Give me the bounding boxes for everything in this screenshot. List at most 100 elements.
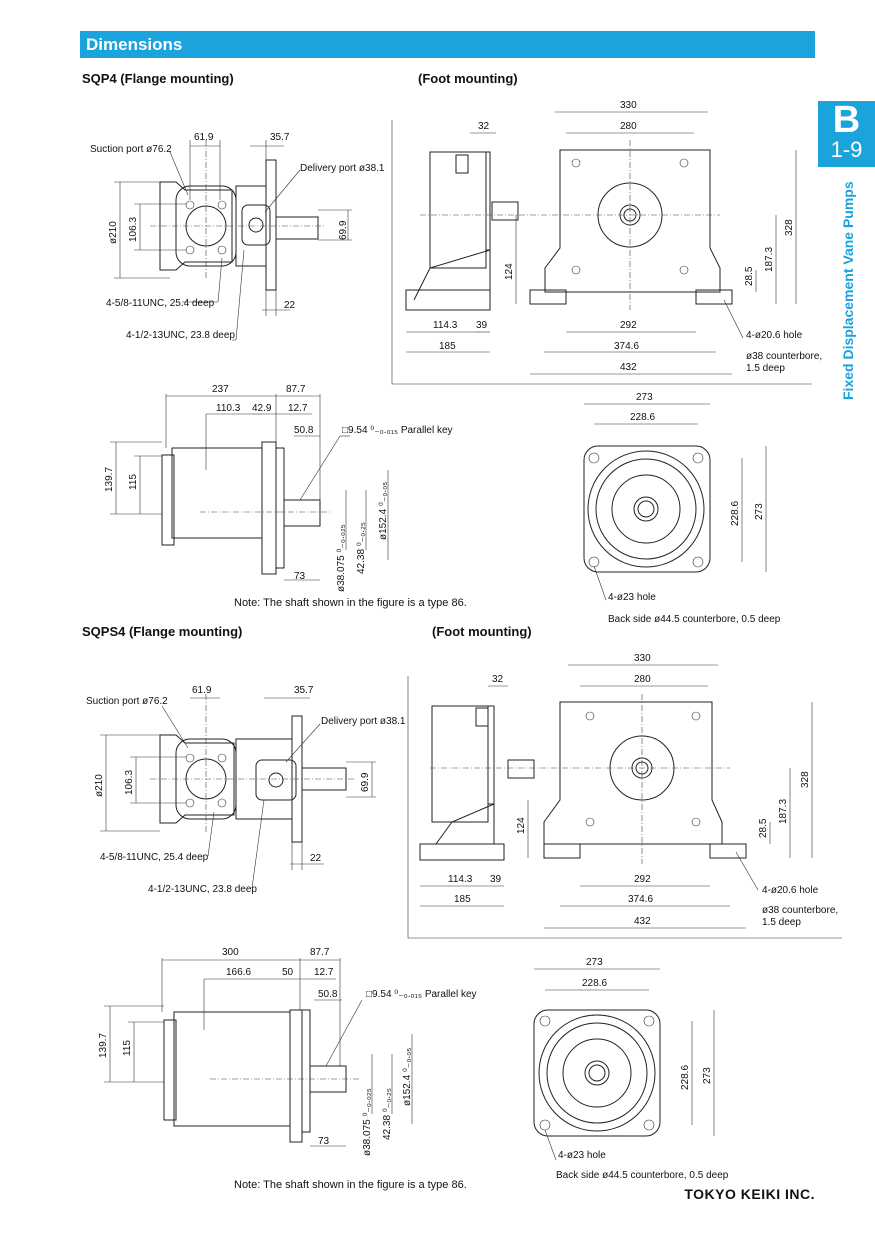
sqp4-delivery-port: Delivery port ø38.1 — [300, 163, 385, 174]
chapter-letter: B — [832, 99, 861, 141]
sqp4-side-d6: 50.8 — [294, 425, 314, 436]
sqps4-foot-d2: 280 — [634, 674, 651, 685]
sqp4-foot-d5: 187.3 — [764, 247, 775, 272]
sqps4-side-d8: 115 — [122, 1040, 133, 1056]
sqps4-foot-d3: 32 — [492, 674, 504, 685]
sqps4-shaft3: ø152.4 ⁰₋₀.₀₅ — [402, 1048, 413, 1106]
sqp4-side-d3: 110.3 — [216, 403, 241, 414]
sqp4-foot-d3: 32 — [478, 121, 490, 132]
sqp4-ff-d4: 106.3 — [128, 217, 139, 242]
sqps4-shaft2: 42.38 ⁰₋₀.₂₅ — [382, 1088, 393, 1140]
sqp4-foot-title: (Foot mounting) — [418, 71, 518, 86]
sqps4-flange-title: SQPS4 (Flange mounting) — [82, 624, 243, 639]
sqp4-shaft3: ø152.4 ⁰₋₀.₀₅ — [378, 482, 389, 540]
sqp4-face-d1: 273 — [636, 392, 653, 403]
sqps4-foot-d8: 114.3 — [448, 874, 473, 885]
sqp4-face-d3: 228.6 — [730, 501, 741, 526]
sqps4-shaft1: ø38.075 ⁰₋₀.₀₂₅ — [362, 1088, 373, 1156]
sqps4-foot-d13: 432 — [634, 916, 651, 927]
sqps4-foot-d1: 330 — [634, 653, 651, 664]
sqps4-foot-hole: 4-ø20.6 hole — [762, 885, 819, 896]
sqps4-ff-d5: 69.9 — [360, 772, 371, 792]
sqps4-ff-d2: 35.7 — [294, 685, 314, 696]
sqps4-face-d3: 228.6 — [680, 1065, 691, 1090]
sqps4-suction-port: Suction port ø76.2 — [86, 696, 168, 707]
sqps4-side-d5: 12.7 — [314, 967, 334, 978]
sqps4-flange-front-view: 61.9 35.7 Suction port ø76.2 Delivery po… — [86, 685, 406, 895]
sqp4-foot-deep: 1.5 deep — [746, 363, 785, 374]
sqps4-foot-view: 330 280 32 328 187.3 28.5 124 114.3 39 1… — [407, 653, 842, 939]
sqps4-side-d3: 166.6 — [226, 967, 251, 978]
sqps4-ff-d6: 22 — [310, 853, 322, 864]
sqp4-face-back: Back side ø44.5 counterbore, 0.5 deep — [608, 614, 781, 625]
sqps4-foot-title: (Foot mounting) — [432, 624, 532, 639]
sqps4-foot-d9: 39 — [490, 874, 502, 885]
sqp4-face-d4: 273 — [754, 503, 765, 520]
sqp4-foot-d13: 432 — [620, 362, 637, 373]
sqps4-side-d1: 300 — [222, 947, 239, 958]
sqp4-ff-d3: ø210 — [108, 221, 119, 244]
sqp4-flange-face: 273 228.6 228.6 273 4-ø23 hole Back side… — [583, 392, 781, 625]
section-header-title: Dimensions — [86, 35, 183, 54]
sqp4-foot-d11: 292 — [620, 320, 637, 331]
sqp4-side-d1: 237 — [212, 384, 229, 395]
sqps4-ff-d4: 106.3 — [124, 770, 135, 795]
sqps4-bolt1: 4-5/8-11UNC, 25.4 deep — [100, 852, 209, 863]
sqp4-foot-d9: 39 — [476, 320, 488, 331]
sqps4-side-d4: 50 — [282, 967, 294, 978]
sqp4-side-d5: 12.7 — [288, 403, 308, 414]
sqp4-note: Note: The shaft shown in the figure is a… — [234, 597, 467, 609]
sqp4-foot-view: 330 280 32 328 187.3 28.5 124 114.3 39 1… — [391, 100, 822, 385]
sqp4-shaft1: ø38.075 ⁰₋₀.₀₂₅ — [336, 524, 347, 592]
sqp4-side-d4: 42.9 — [252, 403, 272, 414]
page-number: 1-9 — [830, 137, 863, 162]
sqp4-bolt1: 4-5/8-11UNC, 25.4 deep — [106, 298, 215, 309]
sqp4-ff-d1: 61.9 — [194, 132, 214, 143]
sqps4-foot-d6: 28.5 — [758, 818, 769, 838]
sqp4-foot-d8: 114.3 — [433, 320, 458, 331]
sqp4-suction-port: Suction port ø76.2 — [90, 144, 172, 155]
sqps4-foot-d11: 292 — [634, 874, 651, 885]
sqps4-ff-d1: 61.9 — [192, 685, 212, 696]
sqp4-side-d7: 139.7 — [104, 467, 115, 492]
sqps4-note: Note: The shaft shown in the figure is a… — [234, 1179, 467, 1191]
sqps4-side-d7: 139.7 — [98, 1033, 109, 1058]
sqps4-side-d9: 73 — [318, 1136, 330, 1147]
sqps4-foot-counterbore: ø38 counterbore, — [762, 905, 838, 916]
sqps4-foot-deep: 1.5 deep — [762, 917, 801, 928]
sqp4-foot-d10: 185 — [439, 341, 456, 352]
sqp4-foot-d7: 124 — [504, 263, 515, 280]
sqp4-flange-title: SQP4 (Flange mounting) — [82, 71, 234, 86]
sqp4-foot-d1: 330 — [620, 100, 637, 111]
sqps4-key: □9.54 ⁰₋₀.₀₁₅ Parallel key — [366, 989, 477, 1000]
sqps4-side-d6: 50.8 — [318, 989, 338, 1000]
sqps4-delivery-port: Delivery port ø38.1 — [321, 716, 406, 727]
sqp4-key: □9.54 ⁰₋₀.₀₁₅ Parallel key — [342, 425, 453, 436]
sqp4-foot-d4: 328 — [784, 219, 795, 236]
sqps4-face-d4: 273 — [702, 1067, 713, 1084]
sqps4-face-hole: 4-ø23 hole — [558, 1150, 606, 1161]
sqp4-foot-d12: 374.6 — [614, 341, 639, 352]
sqp4-ff-d2: 35.7 — [270, 132, 290, 143]
sqp4-side-d2: 87.7 — [286, 384, 306, 395]
sqp4-shaft2: 42.38 ⁰₋₀.₂₅ — [356, 522, 367, 574]
sqp4-side-d9: 73 — [294, 571, 306, 582]
sqp4-side-view: 237 87.7 110.3 42.9 12.7 50.8 □9.54 ⁰₋₀.… — [104, 384, 467, 609]
sqps4-foot-d10: 185 — [454, 894, 471, 905]
sqp4-ff-d6: 22 — [284, 300, 296, 311]
sqps4-flange-face: 273 228.6 228.6 273 4-ø23 hole Back side… — [533, 957, 729, 1181]
sqps4-face-d2: 228.6 — [582, 978, 607, 989]
sqps4-ff-d3: ø210 — [94, 774, 105, 797]
sqps4-side-d2: 87.7 — [310, 947, 330, 958]
sqp4-face-hole: 4-ø23 hole — [608, 592, 656, 603]
sqp4-bolt2: 4-1/2-13UNC, 23.8 deep — [126, 330, 235, 341]
sqps4-foot-d7: 124 — [516, 817, 527, 834]
chapter-tab: B 1-9 — [818, 99, 875, 167]
sqp4-foot-d6: 28.5 — [744, 266, 755, 286]
sqps4-foot-d5: 187.3 — [778, 799, 789, 824]
sqps4-side-view: 300 87.7 166.6 50 12.7 50.8 □9.54 ⁰₋₀.₀₁… — [98, 947, 477, 1191]
sqp4-foot-hole: 4-ø20.6 hole — [746, 330, 803, 341]
sqp4-flange-front-view: 61.9 35.7 Suction port ø76.2 Delivery po… — [90, 132, 385, 341]
sqps4-face-back: Back side ø44.5 counterbore, 0.5 deep — [556, 1170, 729, 1181]
